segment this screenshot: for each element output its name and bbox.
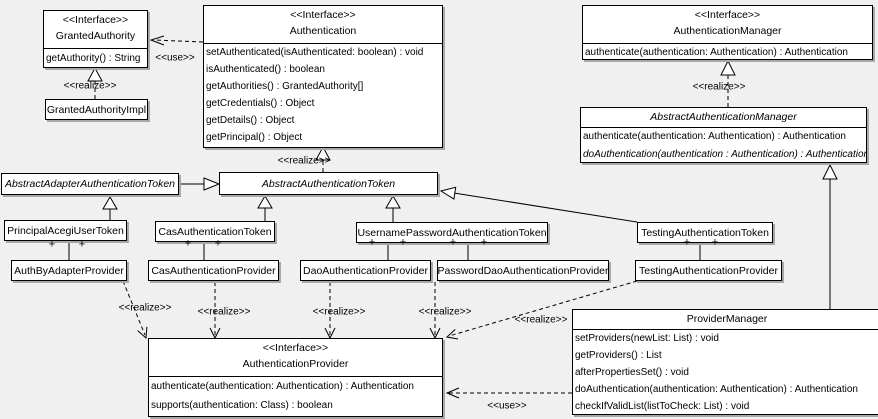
association-plus-mark: + (399, 236, 407, 249)
stereotype-label: <<Interface>> (290, 9, 356, 21)
realize-label: <<realize>> (692, 81, 746, 93)
method-row: getAuthority() : String (46, 53, 141, 64)
class-name: DaoAuthenticationProvider (303, 264, 428, 277)
realize-line-authbyadapter (122, 280, 146, 336)
class-authentication-provider[interactable]: <<Interface>> AuthenticationProvider aut… (148, 338, 443, 417)
method-row: getPrincipal() : Object (206, 132, 303, 143)
generalization-arrow-adapter-token (203, 177, 221, 191)
realize-line-testingprovider (448, 280, 638, 337)
method-row: getDetails() : Object (206, 115, 295, 126)
class-name: ProviderManager (573, 310, 878, 330)
class-name: AbstractAdapterAuthenticationToken (4, 178, 176, 190)
method-row: setAuthenticated(isAuthenticated: boolea… (206, 47, 424, 58)
class-authentication[interactable]: <<Interface>> Authentication setAuthenti… (203, 5, 443, 148)
method-row: supports(authentication: Class) : boolea… (151, 400, 333, 411)
realize-arrowhead-testingprovider (445, 329, 459, 340)
method-row: afterPropertiesSet() : void (575, 367, 689, 378)
generalization-arrow-provider-manager (822, 163, 838, 180)
method-row: setProviders(newList: List) : void (575, 333, 719, 344)
association-plus-mark: + (711, 236, 719, 249)
realize-arrow-abstract-manager (720, 59, 736, 76)
class-name: TestingAuthenticationToken (641, 226, 769, 239)
class-name: AuthByAdapterProvider (14, 264, 124, 277)
generalization-line-testing-token (453, 192, 638, 223)
method-row: getCredentials() : Object (206, 98, 315, 109)
class-name: GrantedAuthority (55, 30, 136, 42)
use-label: <<use>> (155, 52, 195, 64)
association-plus-mark: + (480, 236, 488, 249)
class-username-password-authentication-token[interactable]: UsernamePasswordAuthenticationToken (356, 222, 548, 243)
association-plus-mark: + (184, 237, 192, 250)
method-row: doAuthentication(authentication : Authen… (583, 149, 866, 160)
class-testing-authentication-token[interactable]: TestingAuthenticationToken (637, 222, 773, 243)
realize-label: <<realize>> (514, 314, 568, 326)
class-abstract-adapter-authentication-token[interactable]: AbstractAdapterAuthenticationToken (1, 173, 179, 195)
class-auth-by-adapter-provider[interactable]: AuthByAdapterProvider (11, 260, 127, 281)
class-abstract-authentication-token[interactable]: AbstractAuthenticationToken (219, 172, 438, 195)
method-row: getAuthorities() : GrantedAuthority[] (206, 81, 364, 92)
stereotype-label: <<Interface>> (694, 9, 761, 21)
class-name: CasAuthenticationToken (158, 225, 272, 238)
class-header: <<Interface>> AuthenticationProvider (149, 339, 442, 377)
class-header: <<Interface>> AuthenticationManager (583, 6, 872, 44)
class-header: <<Interface>> GrantedAuthority (44, 11, 147, 49)
class-name: CasAuthenticationProvider (151, 264, 276, 277)
class-principal-acegi-user-token[interactable]: PrincipalAcegiUserToken (4, 220, 127, 241)
method-row: authenticate(authentication: Authenticat… (583, 131, 846, 142)
realize-label: <<realize>> (118, 302, 172, 314)
class-cas-authentication-token[interactable]: CasAuthenticationToken (155, 221, 275, 242)
class-granted-authority[interactable]: <<Interface>> GrantedAuthority getAuthor… (43, 10, 148, 68)
generalization-arrow-testing-token (439, 186, 457, 200)
class-name: Authentication (289, 25, 357, 37)
class-name: AbstractAuthenticationManager (581, 108, 866, 128)
class-name: AbstractAuthenticationToken (261, 177, 396, 190)
realize-arrow-abstract-token (315, 145, 331, 161)
realize-label: <<realize>> (277, 155, 331, 167)
class-name: AuthenticationProvider (242, 358, 349, 370)
method-row: getProviders() : List (575, 350, 662, 361)
class-name: GrantedAuthorityImpl (46, 103, 147, 116)
association-plus-mark: + (449, 236, 457, 249)
class-dao-authentication-provider[interactable]: DaoAuthenticationProvider (300, 260, 431, 281)
association-plus-mark: + (48, 238, 56, 251)
method-row: doAuthentication(authentication: Authent… (575, 384, 858, 395)
use-line-authentication (153, 39, 204, 43)
method-row: authenticate(authentication: Authenticat… (151, 381, 414, 392)
class-testing-authentication-provider[interactable]: TestingAuthenticationProvider (635, 260, 782, 281)
association-plus-mark: + (683, 236, 691, 249)
realize-arrowhead-authbyadapter (137, 326, 148, 340)
method-row: isAuthenticated() : boolean (206, 64, 325, 75)
generalization-arrow-principal-token (102, 196, 118, 210)
class-name: UsernamePasswordAuthenticationToken (357, 226, 547, 239)
class-granted-authority-impl[interactable]: GrantedAuthorityImpl (45, 99, 148, 120)
class-name: TestingAuthenticationProvider (639, 264, 778, 277)
generalization-arrow-usernamepassword-token (385, 195, 401, 209)
method-row: authenticate(authentication: Authenticat… (585, 47, 848, 58)
use-arrowhead-providermanager (445, 387, 460, 399)
class-cas-authentication-provider[interactable]: CasAuthenticationProvider (148, 260, 279, 281)
realize-label: <<realize>> (312, 306, 366, 318)
class-provider-manager[interactable]: ProviderManager setProviders(newList: Li… (572, 309, 878, 415)
association-plus-mark: + (78, 238, 86, 251)
realize-label: <<realize>> (197, 306, 251, 318)
stereotype-label: <<Interface>> (262, 342, 329, 354)
generalization-arrow-cas-token (257, 195, 273, 209)
class-authentication-manager[interactable]: <<Interface>> AuthenticationManager auth… (582, 5, 873, 60)
class-name: PrincipalAcegiUserToken (7, 224, 124, 237)
class-name: PasswordDaoAuthenticationProvider (437, 264, 609, 277)
class-header: <<Interface>> Authentication (204, 6, 442, 44)
use-label: <<use>> (487, 400, 527, 412)
class-abstract-authentication-manager[interactable]: AbstractAuthenticationManager authentica… (580, 107, 867, 163)
realize-arrow-grantedauthorityimpl (87, 66, 103, 82)
use-arrowhead-authentication (149, 35, 165, 46)
realize-label: <<realize>> (63, 80, 117, 92)
method-row: checkIfValidList(listToCheck: List) : vo… (575, 401, 750, 412)
stereotype-label: <<Interface>> (62, 14, 129, 26)
class-password-dao-authentication-provider[interactable]: PasswordDaoAuthenticationProvider (437, 260, 609, 281)
association-plus-mark: + (368, 236, 376, 249)
realize-label: <<realize>> (418, 306, 472, 318)
class-name: AuthenticationManager (673, 25, 782, 37)
association-plus-mark: + (214, 237, 222, 250)
